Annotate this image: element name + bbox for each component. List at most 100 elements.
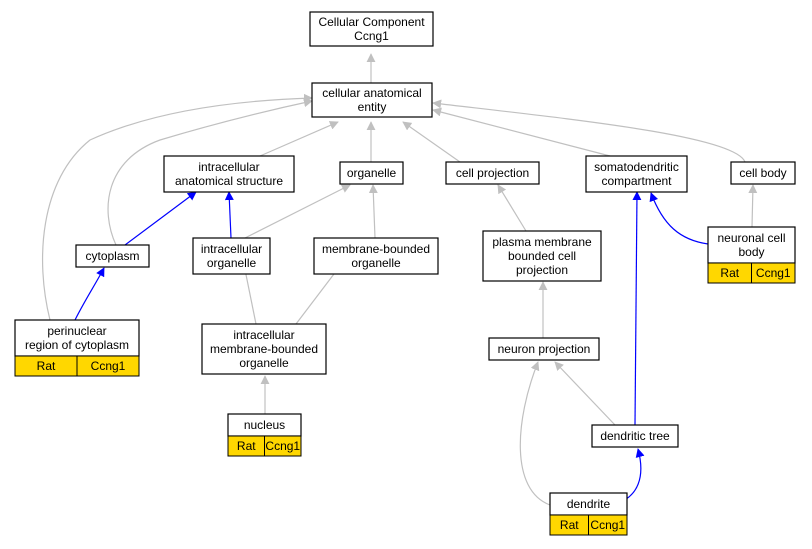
edge-mbo-to-organelle	[368, 184, 378, 239]
node-label-line: membrane-bounded	[210, 342, 318, 356]
node-box	[192, 237, 271, 275]
node-box	[163, 155, 295, 193]
gene-label: Ccng1	[265, 439, 300, 453]
gene-cell	[76, 355, 140, 377]
edge-pmbcp-to-cellproj	[497, 184, 527, 232]
node-label-line: anatomical structure	[175, 174, 283, 188]
node-label-line: neuronal cell	[717, 231, 785, 245]
node-box	[339, 161, 404, 185]
edge-cellproj-to-cae	[402, 121, 461, 163]
node-box	[482, 230, 602, 282]
node-box	[488, 337, 600, 361]
gene-label: Ccng1	[590, 518, 625, 532]
node-label-line: intracellular	[201, 242, 262, 256]
edge-dtree-to-neuronproj	[554, 361, 616, 426]
edges	[41, 53, 758, 506]
node-organelle[interactable]: organelle	[339, 161, 404, 185]
edge-cytoplasm-to-cae	[107, 98, 313, 246]
node-dtree[interactable]: dendritic tree	[591, 424, 679, 448]
node-label-line: bounded cell	[508, 249, 576, 263]
edge-dendrite-to-neuronproj	[519, 361, 551, 506]
node-label-line: projection	[516, 263, 568, 277]
node-box	[14, 319, 140, 357]
node-label-line: organelle	[347, 166, 397, 180]
node-label-line: plasma membrane	[492, 235, 592, 249]
node-box	[730, 161, 796, 185]
edge-somato-to-cae	[432, 107, 611, 157]
node-label-line: dendritic tree	[600, 429, 670, 443]
species-label: Rat	[560, 518, 579, 532]
node-label-line: nucleus	[244, 418, 285, 432]
annotation-row: Rat Ccng1	[227, 435, 302, 457]
edge-dtree-to-somato	[632, 191, 642, 426]
gene-cell	[264, 435, 302, 457]
gene-cell	[751, 262, 796, 284]
node-label-line: Ccng1	[354, 29, 389, 43]
node-cellbody[interactable]: cell body	[730, 161, 796, 185]
edge-cytoplasm-to-ias	[124, 191, 197, 246]
gene-label: Ccng1	[91, 359, 126, 373]
species-label: Rat	[37, 359, 56, 373]
node-label-line: intracellular	[233, 328, 294, 342]
edge-ncb-to-cellbody	[748, 184, 758, 228]
node-label-line: organelle	[207, 256, 257, 270]
node-label-line: perinuclear	[47, 324, 106, 338]
species-label: Rat	[720, 266, 739, 280]
node-label-line: organelle	[239, 356, 289, 370]
node-box	[309, 11, 434, 47]
node-label-line: body	[738, 245, 764, 259]
node-label-line: region of cytoplasm	[25, 338, 129, 352]
species-label: Rat	[237, 439, 256, 453]
node-label-line: membrane-bounded	[322, 242, 430, 256]
node-box	[311, 82, 433, 118]
node-neuronproj[interactable]: neuron projection	[488, 337, 600, 361]
edge-perinuc-to-cytoplasm	[74, 267, 105, 321]
node-box	[585, 155, 688, 193]
node-label-line: cytoplasm	[85, 249, 139, 263]
node-box	[445, 161, 540, 185]
node-label-line: compartment	[601, 174, 672, 188]
edge-ias-to-cae	[259, 121, 339, 157]
node-box	[313, 237, 439, 275]
annotation-row: Rat Ccng1	[549, 514, 628, 536]
node-cytoplasm[interactable]: cytoplasm	[75, 244, 150, 268]
node-label-line: cell projection	[456, 166, 529, 180]
edge-ncb-to-somato	[649, 192, 709, 245]
node-label-line: intracellular	[198, 160, 259, 174]
node-box	[707, 226, 796, 264]
edge-perinuc-to-cae	[41, 93, 313, 321]
edge-intorg-to-ias	[224, 191, 234, 239]
node-box	[201, 323, 327, 375]
node-label-line: Cellular Component	[318, 15, 425, 29]
gene-cell	[588, 514, 628, 536]
node-label-line: dendrite	[567, 497, 611, 511]
node-label-line: neuron projection	[498, 342, 591, 356]
node-cellproj[interactable]: cell projection	[445, 161, 540, 185]
node-box	[75, 244, 150, 268]
edge-intorg-to-organelle	[244, 184, 351, 239]
gene-label: Ccng1	[756, 266, 791, 280]
node-label-line: entity	[358, 100, 387, 114]
node-label-line: somatodendritic	[594, 160, 679, 174]
node-label-line: organelle	[351, 256, 401, 270]
node-box	[591, 424, 679, 448]
node-label-line: cell body	[739, 166, 786, 180]
annotation-row: Rat Ccng1	[707, 262, 796, 284]
annotation-row: Rat Ccng1	[14, 355, 140, 377]
node-label-line: cellular anatomical	[322, 86, 421, 100]
edge-cellbody-to-cae	[432, 99, 746, 163]
